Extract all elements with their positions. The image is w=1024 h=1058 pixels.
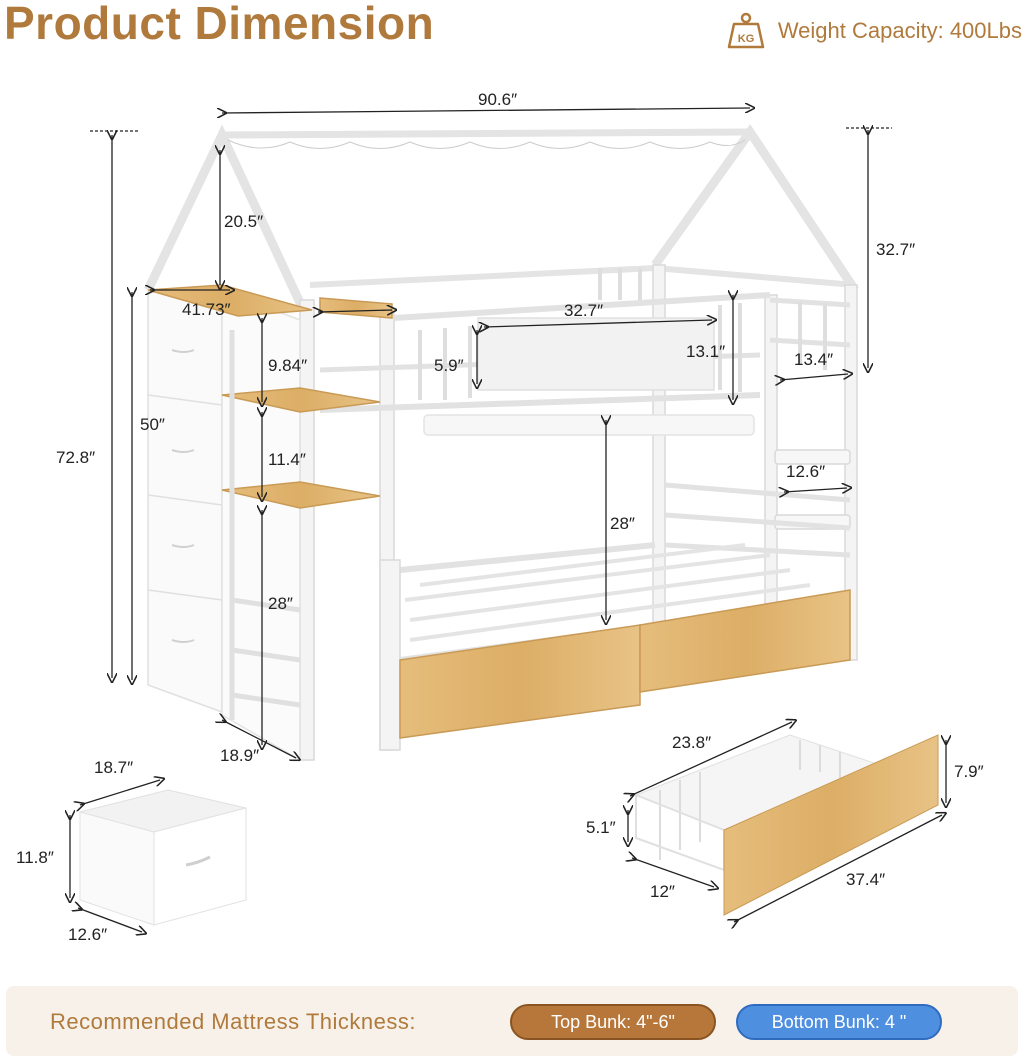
weight-kg-icon: KG <box>726 12 766 50</box>
dim-bin-height: 11.8″ <box>16 848 54 867</box>
kg-label: KG <box>738 33 755 45</box>
dim-roof-height-right: 32.7″ <box>876 240 916 259</box>
dim-shelf-gap-1: 9.84″ <box>268 356 308 375</box>
dimension-lines <box>90 108 892 758</box>
dim-drawer-front-height: 7.9″ <box>954 762 984 781</box>
dim-ladder-width: 12.6″ <box>786 462 826 481</box>
weight-capacity: KG Weight Capacity: 400Lbs <box>726 12 1022 50</box>
bottom-bunk-badge: Bottom Bunk: 4 " <box>736 1004 942 1040</box>
dim-ladder-top-width: 13.4″ <box>794 350 834 369</box>
dim-bin-width: 18.7″ <box>94 758 134 777</box>
dim-roof-height-left: 20.5″ <box>224 212 264 231</box>
dim-bin-depth: 12.6″ <box>68 925 108 944</box>
page-title: Product Dimension <box>4 0 435 49</box>
dim-guardrail-length: 32.7″ <box>564 301 604 320</box>
dim-bunk-clearance: 28″ <box>610 514 635 533</box>
dim-drawer-basket-height: 5.1″ <box>586 818 616 837</box>
bunk-bed <box>143 124 859 762</box>
dim-drawer-width: 12″ <box>650 882 675 901</box>
dim-total-height: 72.8″ <box>56 448 96 467</box>
dim-storage-width: 41.73″ <box>182 300 231 319</box>
drawer-illustration <box>628 722 946 922</box>
dim-total-length: 90.6″ <box>478 90 518 109</box>
fabric-bin-illustration <box>70 780 247 932</box>
recommended-mattress-label: Recommended Mattress Thickness: <box>50 1009 417 1034</box>
dim-storage-depth: 18.9″ <box>220 746 260 765</box>
dim-lower-gap: 28″ <box>268 594 293 613</box>
dim-storage-height: 50″ <box>140 415 165 434</box>
dim-shelf-gap-2: 11.4″ <box>268 450 306 469</box>
dim-drawer-length: 37.4″ <box>846 870 886 889</box>
dim-rail-height: 13.1″ <box>686 342 726 361</box>
weight-capacity-text: Weight Capacity: 400Lbs <box>777 18 1022 43</box>
dim-guardrail-height: 5.9″ <box>434 356 464 375</box>
mattress-thickness-bar: Recommended Mattress Thickness: Top Bunk… <box>6 986 1018 1056</box>
dim-drawer-length-top: 23.8″ <box>672 733 712 752</box>
top-bunk-badge: Top Bunk: 4"-6" <box>510 1004 716 1040</box>
